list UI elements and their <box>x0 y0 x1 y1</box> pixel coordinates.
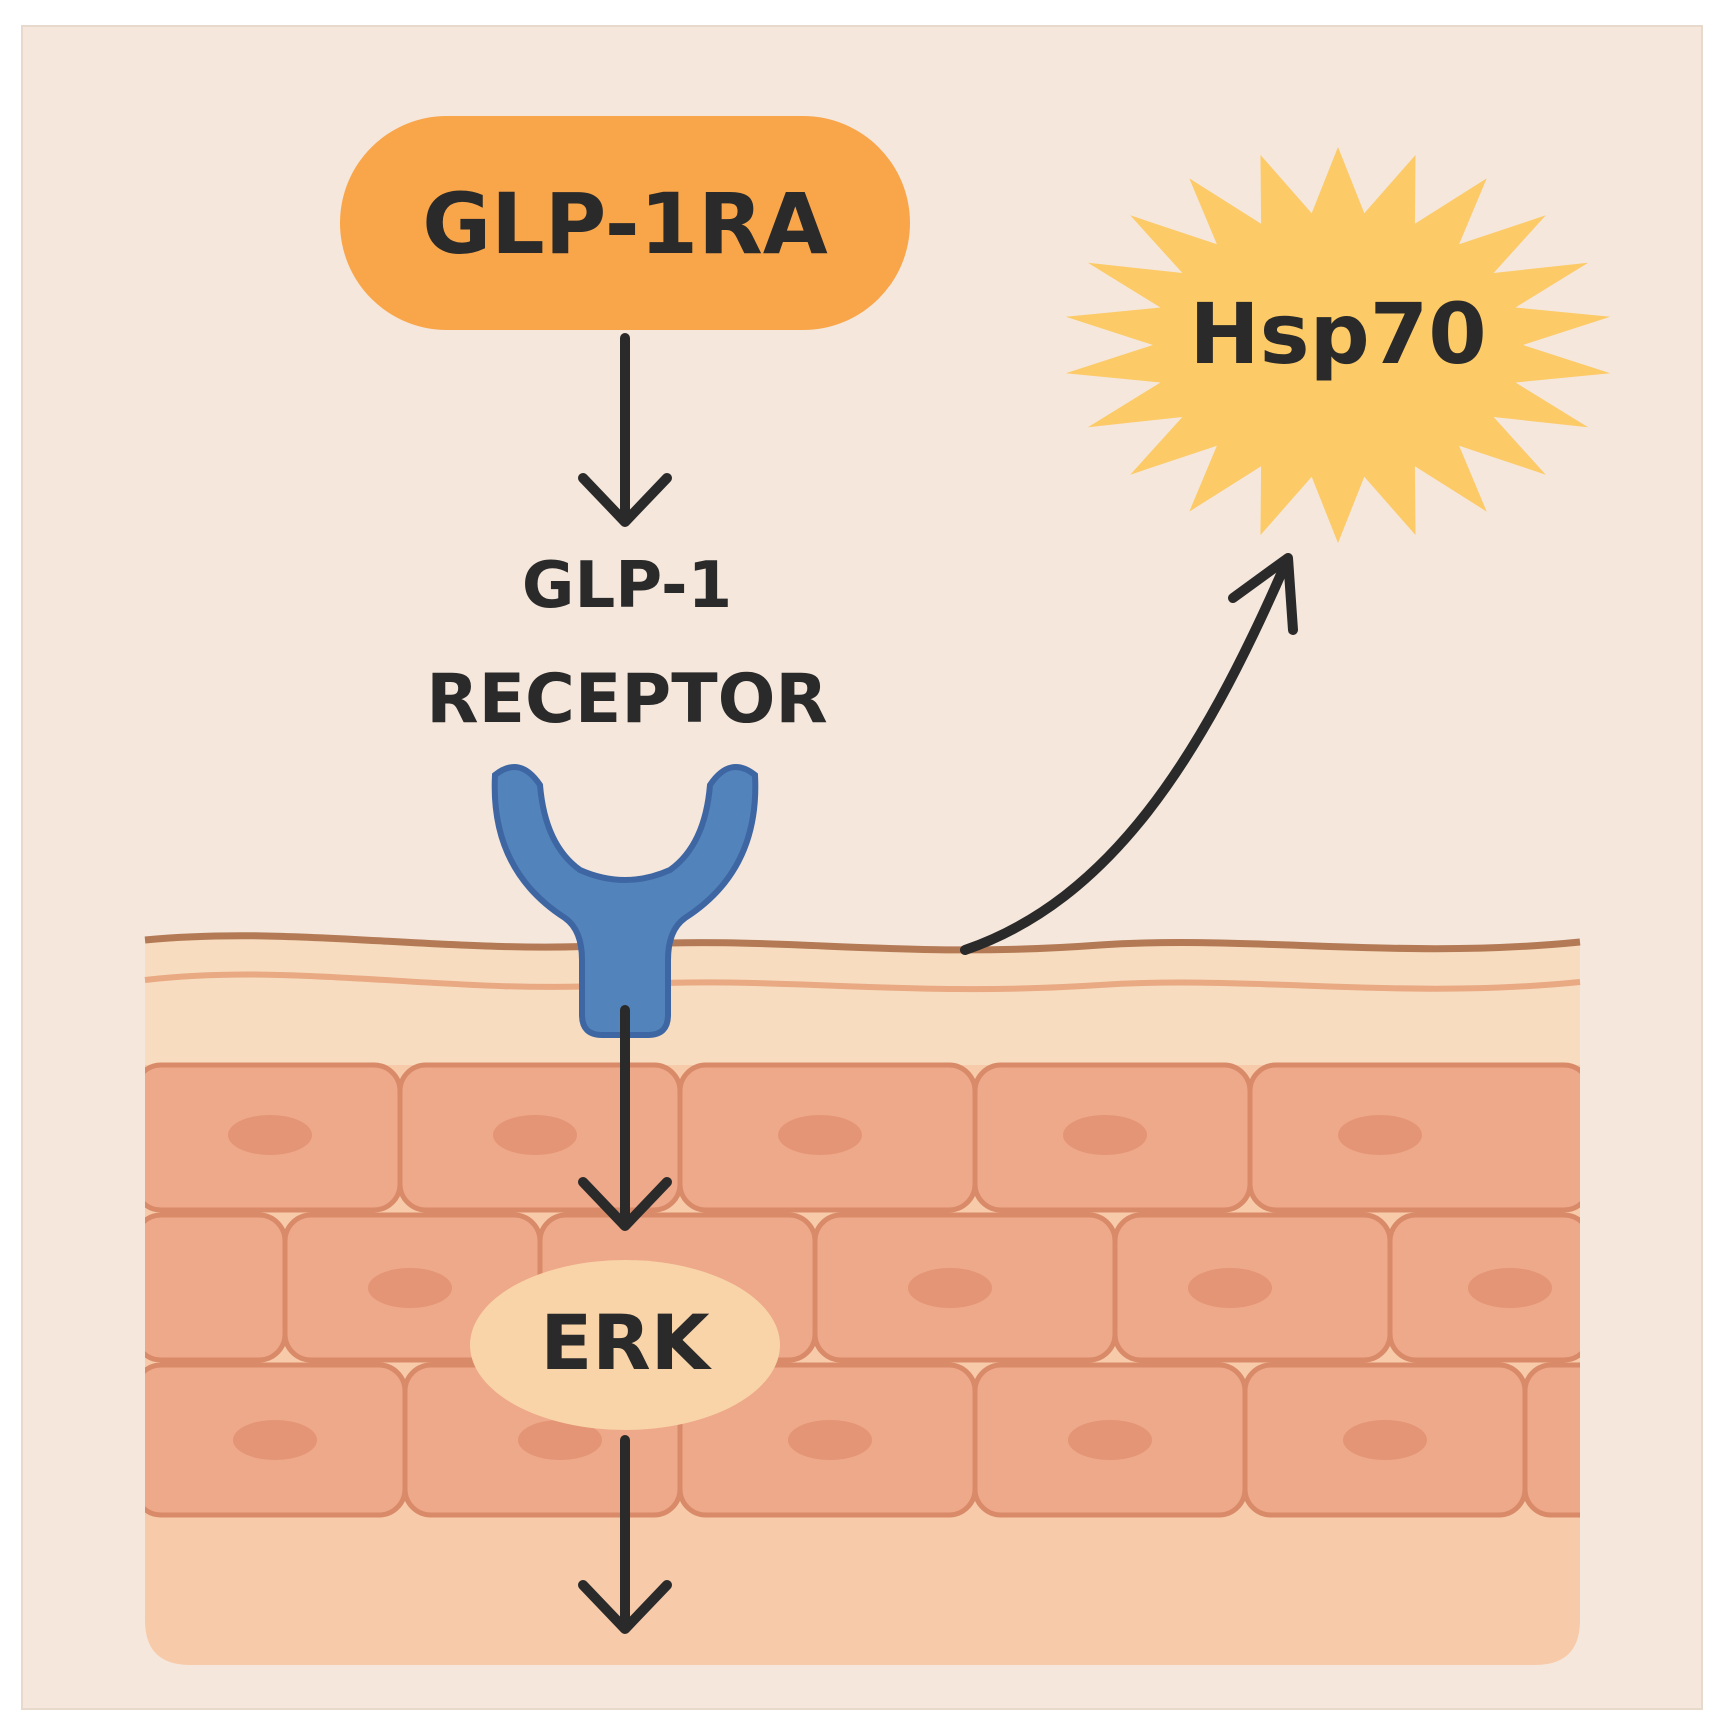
erk-label: ERK <box>540 1298 712 1387</box>
cell-nuclei <box>228 1115 1552 1460</box>
hsp70-starburst <box>1065 147 1611 543</box>
arrow-erk-downstream <box>578 1435 672 1634</box>
glp1ra-label: GLP-1RA <box>422 175 828 273</box>
erk-node: ERK <box>470 1260 780 1430</box>
arrow-tissue-to-hsp70 <box>960 553 1298 955</box>
hsp70-node: Hsp70 <box>1065 147 1611 543</box>
receptor-label-line1: GLP-1 <box>522 549 732 623</box>
arrow-receptor-to-erk <box>578 1005 672 1231</box>
epidermis-top-layer <box>145 935 1580 1065</box>
hsp70-label: Hsp70 <box>1189 285 1486 383</box>
skin-surface-line <box>144 932 1581 954</box>
arrow-agonist-to-receptor <box>578 333 672 527</box>
glp1ra-node: GLP-1RA <box>340 116 910 330</box>
glp1-receptor-shape <box>491 764 759 1038</box>
glp1ra-pill <box>340 116 910 330</box>
cell-row-2 <box>145 1212 1580 1363</box>
cell-row-1 <box>145 1062 1580 1213</box>
erk-ellipse <box>470 1260 780 1430</box>
skin-subsurface-line <box>144 971 1581 993</box>
skin-tissue <box>144 932 1581 1665</box>
receptor-label-line2: RECEPTOR <box>426 660 828 739</box>
